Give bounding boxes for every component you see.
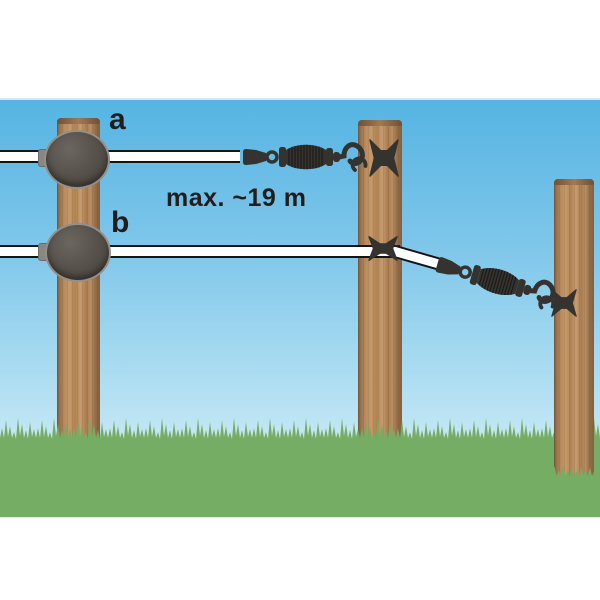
grass-tuft-over-right-post [540, 465, 600, 480]
grass-ground [0, 446, 600, 517]
wooden-post-right [554, 179, 594, 476]
fence-tape-row-a [0, 150, 240, 163]
label-max-distance: max. ~19 m [166, 184, 307, 212]
gate-handle-assembly-a [238, 139, 368, 177]
corner-roller-insulator-a [44, 130, 110, 189]
label-row-a: a [109, 103, 126, 136]
gate-anchor-middle-post-bottom [368, 236, 398, 261]
wooden-post-middle [358, 120, 402, 450]
corner-roller-insulator-b [45, 223, 111, 282]
gate-anchor-middle-post-top [369, 139, 399, 177]
grass-tufts [0, 414, 600, 448]
label-row-b: b [111, 206, 130, 239]
gate-anchor-right-post [551, 289, 577, 317]
